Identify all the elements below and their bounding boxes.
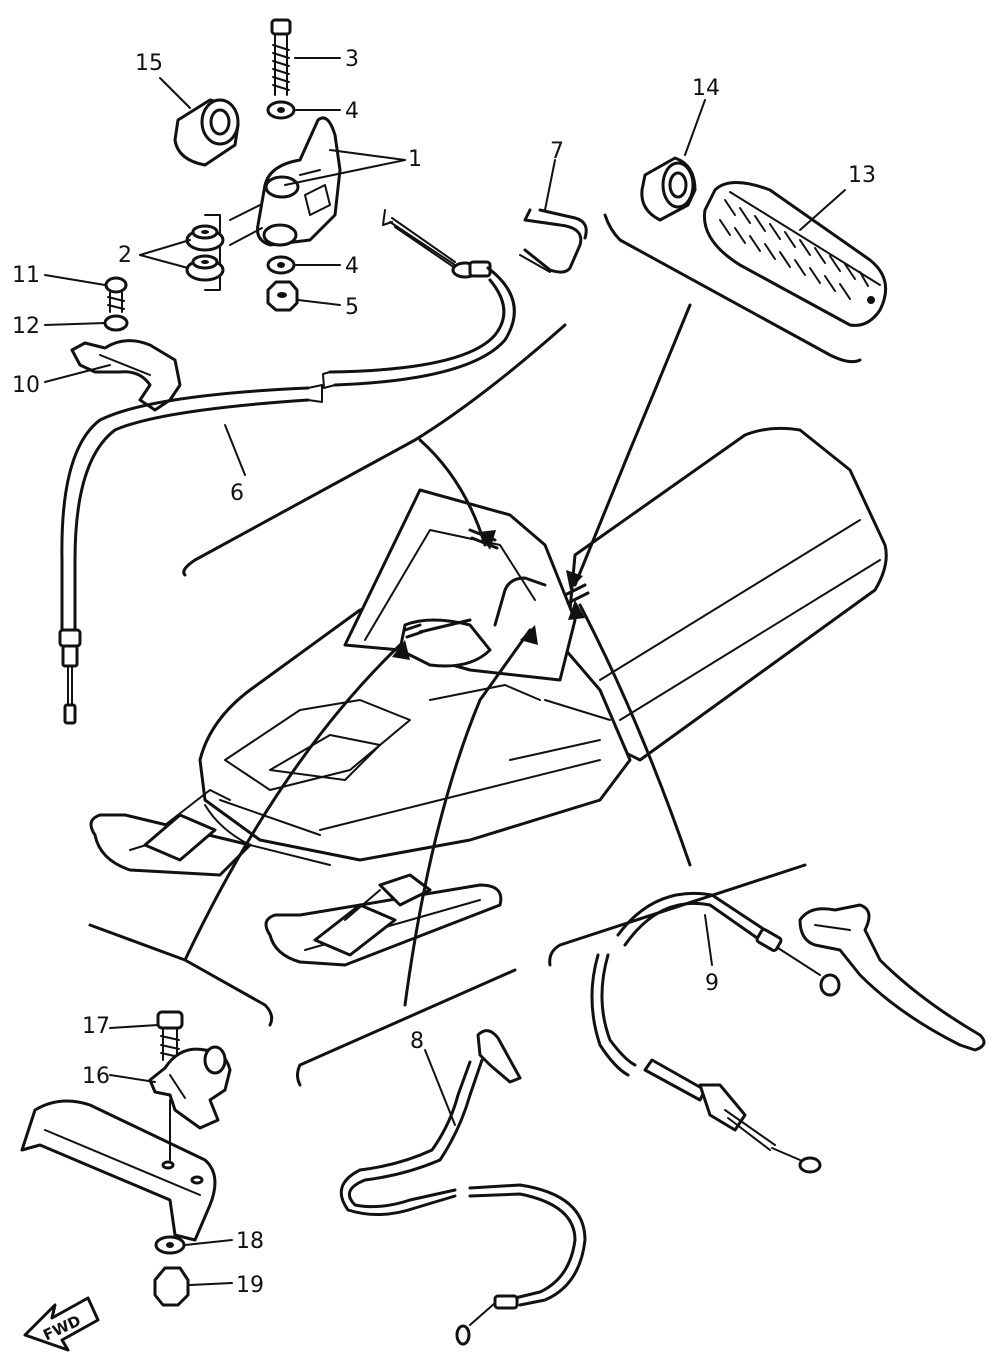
callout-12: 12 (12, 314, 40, 339)
washer-part-4-upper (266, 100, 296, 120)
callout-2: 2 (118, 243, 132, 268)
callout-4-upper: 4 (345, 99, 359, 124)
callout-leaders (44, 57, 846, 1286)
washer-part-18 (154, 1235, 186, 1255)
callout-16: 16 (82, 1064, 110, 1089)
callout-4-lower: 4 (345, 254, 359, 279)
callout-13: 13 (848, 163, 876, 188)
collar-part-15 (173, 98, 240, 167)
clamp-part-10 (70, 339, 182, 412)
brake-lever (798, 903, 986, 1052)
cable-part-9 (590, 891, 841, 1174)
clamp-part-16 (148, 1045, 232, 1130)
fwd-arrow: FWD (23, 1296, 100, 1352)
callout-17: 17 (82, 1014, 110, 1039)
cable-part-8 (339, 1029, 587, 1346)
grommets-part-2 (185, 204, 263, 291)
callout-11: 11 (12, 263, 40, 288)
callout-18: 18 (236, 1229, 264, 1254)
screw-part-11 (104, 276, 128, 313)
callout-14: 14 (692, 76, 720, 101)
collar-part-14 (640, 156, 697, 222)
callout-19: 19 (236, 1273, 264, 1298)
callout-1: 1 (408, 147, 422, 172)
nut-part-19 (153, 1266, 190, 1307)
washer-part-4-lower (266, 255, 296, 275)
callout-3: 3 (345, 47, 359, 72)
callout-9: 9 (705, 971, 719, 996)
snowmobile-illustration (89, 303, 888, 1007)
callout-10: 10 (12, 373, 40, 398)
callout-8: 8 (410, 1029, 424, 1054)
mounting-plate (20, 1099, 217, 1242)
bolt-part-3 (270, 18, 292, 96)
callout-5: 5 (345, 295, 359, 320)
nut-part-5 (266, 280, 299, 312)
callout-labels: 3 4 1 15 2 4 5 11 12 10 6 7 14 13 17 16 … (12, 47, 876, 1298)
grip-part-13 (702, 181, 888, 327)
callout-15: 15 (135, 51, 163, 76)
callout-7: 7 (550, 139, 564, 164)
bolt-part-17 (156, 1010, 184, 1061)
inset-brackets (88, 213, 862, 1087)
clip-part-7 (519, 208, 588, 274)
washer-part-12 (103, 314, 129, 332)
cable-part-6 (58, 209, 516, 725)
callout-6: 6 (230, 481, 244, 506)
